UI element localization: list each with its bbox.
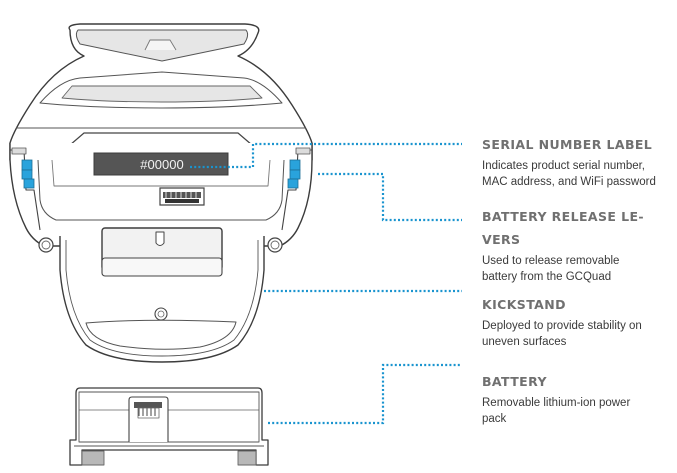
callout-title: SERIAL NUMBER LABEL (482, 137, 653, 152)
handle-top-bump (144, 39, 177, 51)
body-cavity-inner (51, 159, 271, 187)
callout-description: Deployed to provide stability on uneven … (482, 320, 642, 348)
device-connector-port (159, 187, 205, 206)
callout-kickstand: KICKSTAND Deployed to provide stability … (482, 293, 677, 350)
left-corner-cap (11, 147, 27, 155)
callout-battery: BATTERY Removable lithium-ion power pack (482, 370, 677, 427)
left-mount-hole-inner (41, 240, 51, 250)
kickstand (59, 227, 265, 363)
device-body (9, 23, 313, 253)
callout-title: KICKSTAND (482, 297, 566, 312)
leader-line-release-levers (318, 172, 462, 222)
right-release-lever[interactable] (287, 159, 301, 189)
kickstand-hinge-base (101, 257, 223, 277)
callout-title: BATTERY (482, 374, 547, 389)
serial-number-plate: #00000 (93, 152, 229, 176)
kickstand-grip (85, 319, 237, 350)
leader-line-battery (268, 363, 462, 425)
right-corner-cap (295, 147, 311, 155)
left-release-lever[interactable] (21, 159, 35, 189)
battery-body-inner (78, 391, 260, 443)
battery-left-foot (81, 450, 105, 466)
battery-port-pins (137, 407, 160, 419)
battery-right-foot (237, 450, 257, 466)
battery-port-contacts (134, 402, 162, 408)
kickstand-hinge-latch (155, 231, 165, 246)
leader-line-serial-number (190, 142, 462, 169)
handle-lower-window (61, 85, 263, 103)
callout-battery-release-levers: BATTERY RELEASE LE-VERS Used to release … (482, 205, 677, 285)
callout-serial-number-label: SERIAL NUMBER LABEL Indicates product se… (482, 133, 677, 190)
right-mount-hole-inner (270, 240, 280, 250)
leader-lines (190, 142, 462, 425)
serial-number-text: #00000 (140, 157, 183, 172)
left-mount-hole (38, 237, 54, 253)
battery-pack (69, 387, 269, 466)
callout-description: Indicates product serial number, MAC add… (482, 160, 656, 188)
body-cavity (37, 159, 285, 221)
callout-description: Used to release removable battery from t… (482, 255, 620, 283)
callout-description: Removable lithium-ion power pack (482, 397, 631, 425)
right-mount-hole (267, 237, 283, 253)
kickstand-screw (154, 307, 168, 321)
kickstand-screw-inner (157, 310, 165, 318)
callout-title: BATTERY RELEASE LE-VERS (482, 209, 644, 247)
kickstand-inner-outline (65, 240, 259, 357)
body-recess (69, 132, 253, 146)
